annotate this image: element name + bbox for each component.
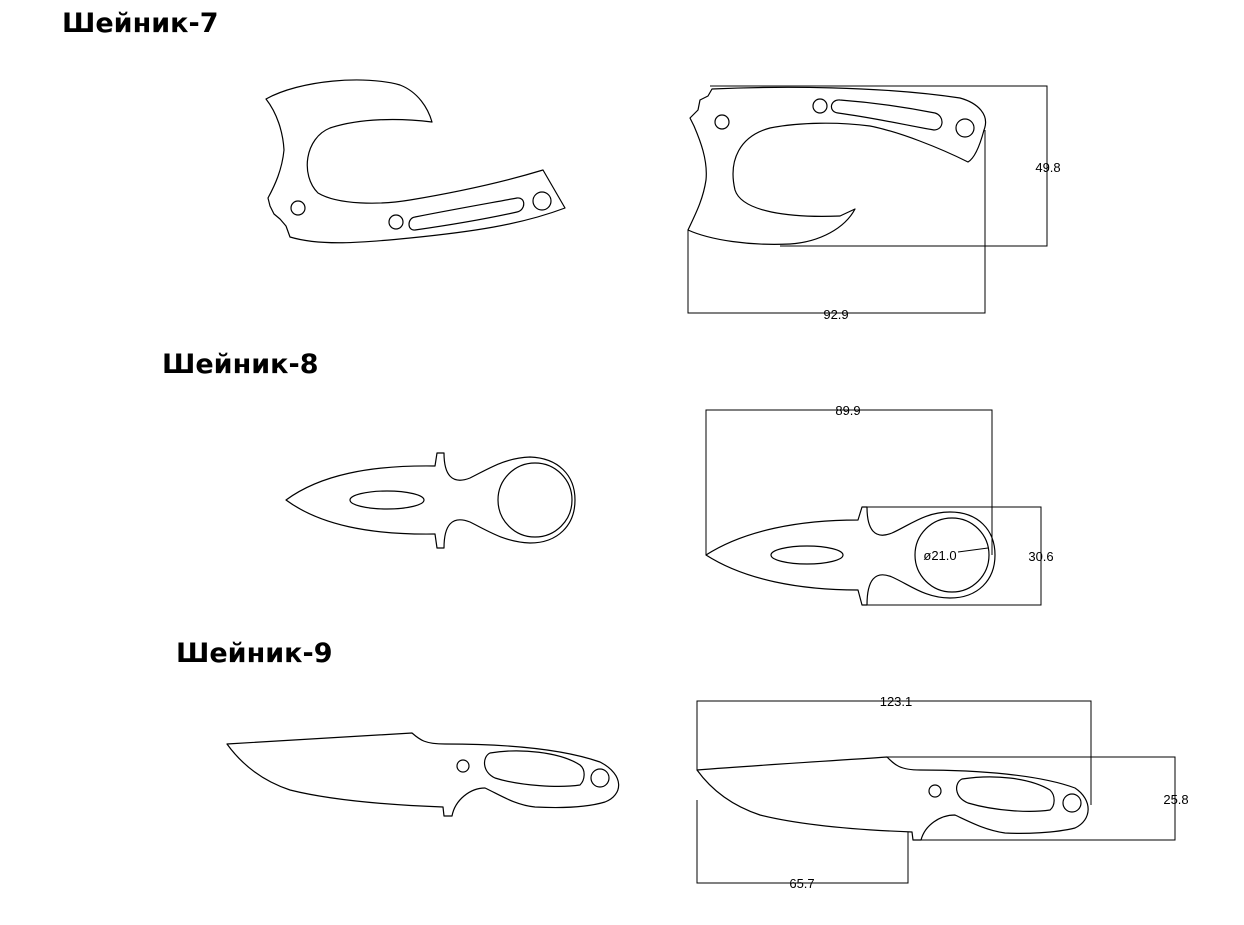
slot xyxy=(408,197,525,231)
hole xyxy=(714,114,730,130)
knife-outline-right: 123.1 25.8 65.7 xyxy=(696,694,1189,891)
hole xyxy=(290,200,306,216)
slot xyxy=(830,99,943,131)
oval-cutout xyxy=(770,545,844,565)
dimension-height: 25.8 xyxy=(1163,792,1188,807)
dimension-length: 89.9 xyxy=(835,403,860,418)
handle-cutout xyxy=(956,776,1055,812)
section-title: Шейник-7 xyxy=(62,8,218,39)
oval-cutout xyxy=(349,490,425,510)
dimension-line xyxy=(696,800,909,884)
dimension-blade-length: 65.7 xyxy=(789,876,814,891)
dimension-line xyxy=(710,85,1048,247)
knife-outline-left xyxy=(285,452,576,549)
knife-outline-left xyxy=(226,732,620,817)
dimension-line xyxy=(687,130,986,314)
dimension-diameter: ø21.0 xyxy=(923,548,956,563)
hole xyxy=(590,768,610,788)
dimension-line xyxy=(887,756,1176,841)
section-sheinik-9: Шейник-9 123.1 25.8 65.7 xyxy=(176,638,1189,891)
hole xyxy=(388,214,404,230)
section-title: Шейник-9 xyxy=(176,638,332,669)
dimension-line xyxy=(696,700,1092,805)
knife-outline-right: 89.9 ø21.0 30.6 xyxy=(705,403,1054,606)
diameter-leader xyxy=(957,547,989,553)
hole xyxy=(456,759,470,773)
knife-outline-right: 49.8 92.9 xyxy=(687,85,1061,322)
section-sheinik-7: Шейник-7 49.8 92.9 xyxy=(62,8,1061,322)
dimension-height: 49.8 xyxy=(1035,160,1060,175)
section-title: Шейник-8 xyxy=(162,349,318,380)
knife-outline-left xyxy=(265,79,566,244)
hole xyxy=(532,191,552,211)
dimension-line xyxy=(705,409,993,555)
dimension-line xyxy=(865,506,1042,606)
dimension-height: 30.6 xyxy=(1028,549,1053,564)
handle-cutout xyxy=(484,750,585,787)
ring-hole xyxy=(914,517,990,593)
hole xyxy=(955,118,975,138)
hole xyxy=(1062,793,1082,813)
ring-hole xyxy=(497,462,573,538)
section-sheinik-8: Шейник-8 89.9 ø21.0 30.6 xyxy=(162,349,1054,606)
dimension-length: 123.1 xyxy=(880,694,913,709)
dimension-length: 92.9 xyxy=(823,307,848,322)
hole xyxy=(928,784,942,798)
hole xyxy=(812,98,828,114)
